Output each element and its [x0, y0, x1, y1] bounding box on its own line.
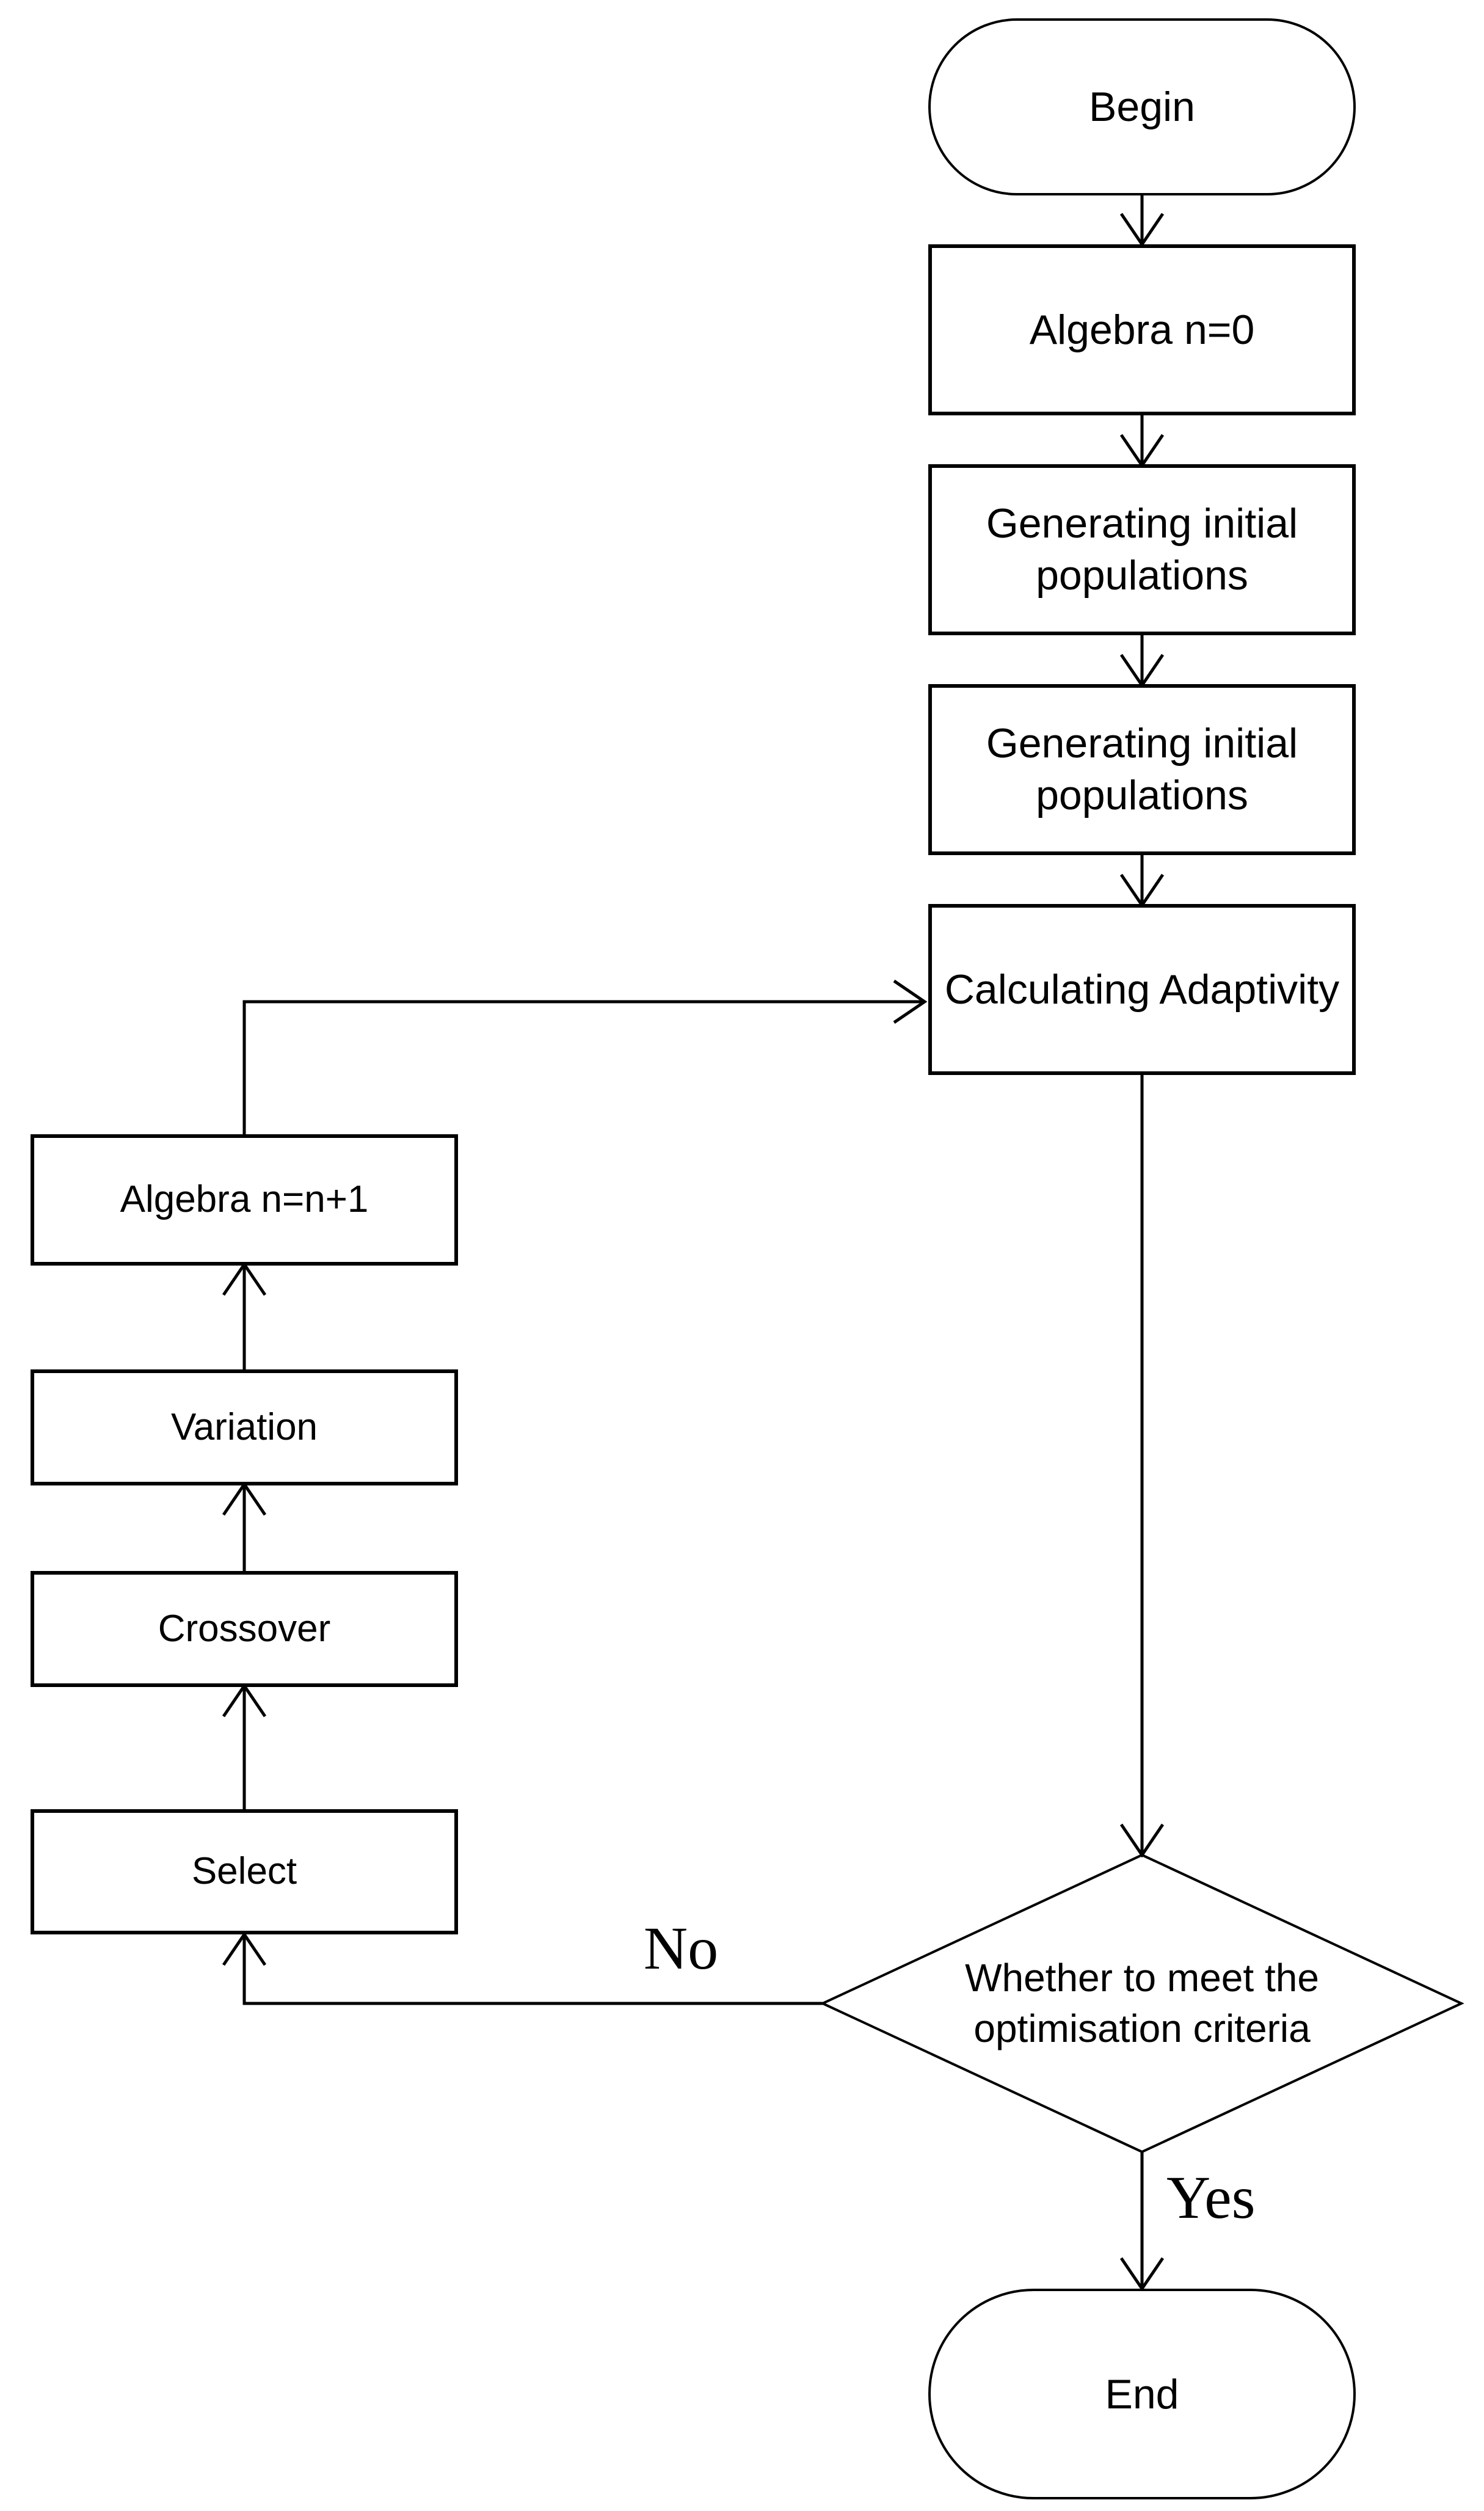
node-begin-label: Begin: [1089, 84, 1195, 130]
node-variation: Variation: [31, 1369, 458, 1485]
node-calculating-adaptivity-label: Calculating Adaptivity: [944, 966, 1340, 1013]
node-decision: Whether to meet the optimisation criteri…: [873, 1906, 1411, 2101]
node-generating-initial-populations-2-label: Generating initial populations: [986, 720, 1298, 818]
branch-label-no: No: [643, 1914, 719, 1982]
node-algebra-n-plus-1-label: Algebra n=n+1: [120, 1178, 369, 1221]
node-generating-initial-populations-2: Generating initial populations: [928, 684, 1356, 855]
arrowhead-up-icon: [222, 1931, 267, 1966]
node-crossover: Crossover: [31, 1571, 458, 1687]
node-decision-label: Whether to meet the optimisation criteri…: [965, 1955, 1319, 2050]
node-variation-label: Variation: [170, 1405, 318, 1448]
arrowhead-right-icon: [893, 979, 928, 1024]
node-algebra-n0: Algebra n=0: [928, 244, 1356, 415]
arrowhead-down-icon: [1119, 1823, 1165, 1858]
node-crossover-label: Crossover: [158, 1607, 331, 1650]
node-calculating-adaptivity: Calculating Adaptivity: [928, 904, 1356, 1075]
node-end: End: [928, 2289, 1356, 2499]
node-generating-initial-populations-1-label: Generating initial populations: [986, 500, 1298, 599]
branch-label-yes: Yes: [1166, 2163, 1256, 2231]
edge-algebra-n1-to-calculating: [242, 1000, 925, 1134]
node-algebra-n-plus-1: Algebra n=n+1: [31, 1134, 458, 1266]
node-begin: Begin: [928, 18, 1356, 195]
node-end-label: End: [1105, 2371, 1179, 2418]
node-select-label: Select: [191, 1850, 297, 1893]
node-algebra-n0-label: Algebra n=0: [1029, 306, 1255, 353]
node-generating-initial-populations-1: Generating initial populations: [928, 464, 1356, 635]
node-select: Select: [31, 1809, 458, 1934]
edge-decision-to-select-no: [242, 1934, 823, 2005]
